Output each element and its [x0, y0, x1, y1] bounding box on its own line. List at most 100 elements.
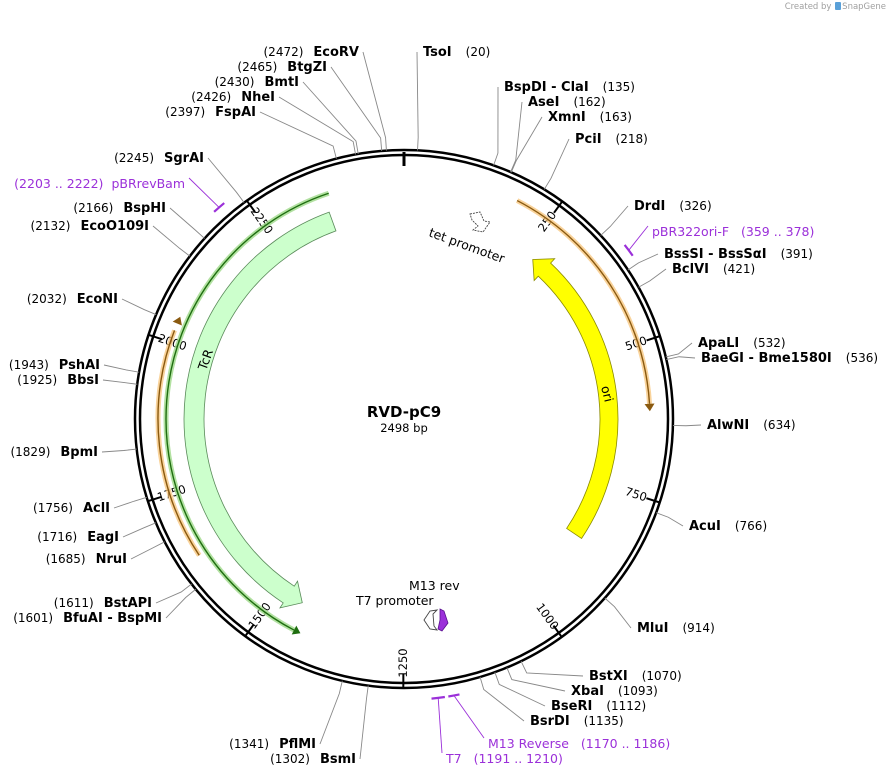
enzyme-label-mlui[interactable]: MluI(914) [637, 621, 715, 636]
enzyme-label-ecorv[interactable]: (2472)EcoRV [264, 45, 360, 60]
enzyme-label-ecoo109i[interactable]: (2132)EcoO109I [31, 219, 149, 234]
feature-ori-arrow[interactable] [532, 258, 619, 540]
enzyme-label-asei[interactable]: AseI(162) [528, 95, 606, 110]
credit-brand: SnapGene [842, 2, 886, 12]
enzyme-label-btgzi[interactable]: (2465)BtgZI [237, 60, 327, 75]
t7-promoter-arrow[interactable] [423, 609, 439, 631]
feature-label-m13-rev: M13 rev [409, 578, 460, 593]
enzyme-label-fspai[interactable]: (2397)FspAI [165, 105, 256, 120]
enzyme-label-bfuai[interactable]: (1601)BfuAI - BspMI [13, 611, 162, 626]
tick-label-750: 750 [623, 484, 648, 504]
tick-mark-2250 [246, 200, 256, 213]
enzyme-name-ecoo109i: EcoO109I [80, 219, 149, 234]
enzyme-name-pflmi: PflMI [279, 737, 316, 752]
enzyme-pos-bstapi: (1611) [54, 596, 94, 610]
feature-tcr-arrow[interactable] [183, 211, 337, 609]
enzyme-label-nrui[interactable]: (1685)NruI [46, 552, 127, 567]
enzyme-label-bsrdi[interactable]: BsrDI(1135) [530, 714, 624, 729]
enzyme-label-alwni[interactable]: AlwNI(634) [707, 418, 796, 433]
enzyme-label-bstxi[interactable]: BstXI(1070) [589, 669, 682, 684]
enzyme-label-sgrai[interactable]: (2245) SgrAI [114, 151, 204, 166]
tick-mark-1000 [552, 625, 563, 638]
enzyme-pos-bsrdi: (1135) [584, 714, 624, 728]
enzyme-label-tsoi[interactable]: TsoI(20) [423, 45, 490, 60]
enzyme-name-bstapi: BstAPI [104, 596, 152, 611]
orf-arrow-green-head [291, 625, 301, 635]
primer-label-pbr322ori-f[interactable]: pBR322ori-F(359 .. 378) [652, 224, 814, 239]
leader-bclvi [638, 268, 667, 288]
primer-mark-t7 [431, 695, 446, 700]
enzyme-label-acui[interactable]: AcuI(766) [689, 519, 767, 534]
enzyme-label-pcii[interactable]: PciI(218) [575, 132, 648, 147]
enzyme-pos-econi: (2032) [27, 292, 67, 306]
leader-pflmi [319, 680, 343, 745]
tet-promoter-arrow[interactable] [469, 211, 491, 233]
enzyme-pos-btgzi: (2465) [237, 60, 277, 74]
enzyme-name-nrui: NruI [96, 552, 127, 567]
enzyme-label-acli[interactable]: (1756)AclI [33, 501, 110, 516]
enzyme-label-apali[interactable]: ApaLI(532) [698, 336, 786, 351]
enzyme-name-bmti: BmtI [264, 75, 299, 90]
enzyme-label-bspdi[interactable]: BspDI - ClaI(135) [504, 80, 635, 95]
enzyme-name-xmni: XmnI [548, 110, 586, 125]
enzyme-label-econi[interactable]: (2032)EcoNI [27, 292, 118, 307]
primer-label-t7[interactable]: T7(1191 .. 1210) [445, 751, 563, 766]
enzyme-label-xbai[interactable]: XbaI(1093) [571, 684, 658, 699]
tick-label-1250: 1250 [396, 648, 410, 677]
orf-arrow-green [165, 192, 329, 631]
enzyme-label-pshai[interactable]: (1943)PshAI [9, 358, 100, 373]
feature-label-ori: ori [598, 384, 616, 403]
enzyme-pos-pshai: (1943) [9, 358, 49, 372]
enzyme-name-bbsi: BbsI [67, 373, 99, 388]
feature-label-tet-promoter: tet promoter [427, 225, 508, 267]
enzyme-label-bmti[interactable]: (2430)BmtI [215, 75, 299, 90]
enzyme-label-eagi[interactable]: (1716)EagI [37, 530, 119, 545]
leader-bseri [494, 672, 546, 707]
primer-name-m13-reverse: M13 Reverse [488, 736, 569, 751]
orf-arrow-right-head [644, 403, 655, 412]
enzyme-pos-acui: (766) [735, 519, 767, 533]
enzyme-label-xmni[interactable]: XmnI(163) [548, 110, 632, 125]
primer-marks [188, 177, 649, 754]
enzyme-label-bsssi[interactable]: BssSI - BssSαI(391) [664, 247, 813, 262]
enzyme-label-bseri[interactable]: BseRI(1112) [551, 699, 646, 714]
primer-label-pbrrevbam[interactable]: (2203 .. 2222)pBRrevBam [14, 176, 185, 191]
primer-name-pbrrevbam: pBRrevBam [111, 176, 185, 191]
enzyme-name-xbai: XbaI [571, 684, 604, 699]
enzyme-label-pflmi[interactable]: (1341)PflMI [229, 737, 316, 752]
enzyme-pos-bsphi: (2166) [73, 201, 113, 215]
enzyme-label-bpmi[interactable]: (1829)BpmI [10, 445, 98, 460]
leader-fspai [259, 111, 337, 159]
snapgene-credit: Created by SnapGene [785, 2, 886, 12]
orf-arrow-left [157, 330, 200, 556]
primer-name-t7: T7 [445, 751, 462, 766]
primer-label-m13-reverse[interactable]: M13 Reverse(1170 .. 1186) [488, 736, 670, 751]
enzyme-name2-bspdi: ClaI [561, 80, 589, 95]
primer-leader-pbr322ori-f [628, 225, 649, 251]
enzyme-pos-bfuai: (1601) [13, 611, 53, 625]
enzyme-name-bsmi: BsmI [320, 752, 356, 767]
enzyme-pos-apali: (532) [753, 336, 785, 350]
enzyme-pos-baegi: (536) [846, 351, 878, 365]
m13-rev-arrow[interactable] [437, 608, 449, 632]
enzyme-label-bsmi[interactable]: (1302)BsmI [270, 752, 356, 767]
enzyme-label-baegi[interactable]: BaeGI - Bme1580I(536) [701, 351, 878, 366]
primer-labels: pBR322ori-F(359 .. 378) M13 Reverse(1170 … [14, 176, 814, 766]
enzyme-label-bstapi[interactable]: (1611) BstAPI [54, 596, 152, 611]
enzyme-name2-bfuai: BspMI [117, 611, 162, 626]
enzyme-name-sgrai: SgrAI [164, 151, 204, 166]
enzyme-label-bsphi[interactable]: (2166)BspHI [73, 201, 166, 216]
primer-name-pbr322ori-f: pBR322ori-F [652, 224, 729, 239]
enzyme-label-drdi[interactable]: DrdI(326) [634, 199, 712, 214]
enzyme-label-nhei[interactable]: (2426)NheI [191, 90, 275, 105]
enzyme-pos-bpmi: (1829) [10, 445, 50, 459]
enzyme-pos-acli: (1756) [33, 501, 73, 515]
enzyme-pos-bseri: (1112) [606, 699, 646, 713]
enzyme-label-bbsi[interactable]: (1925)BbsI [17, 373, 99, 388]
enzyme-pos-alwni: (634) [763, 418, 795, 432]
leader-pcii [543, 138, 570, 190]
enzyme-pos-sgrai: (2245) [114, 151, 154, 165]
enzyme-pos-drdi: (326) [679, 199, 711, 213]
enzyme-label-bclvi[interactable]: BclVI(421) [672, 262, 755, 277]
